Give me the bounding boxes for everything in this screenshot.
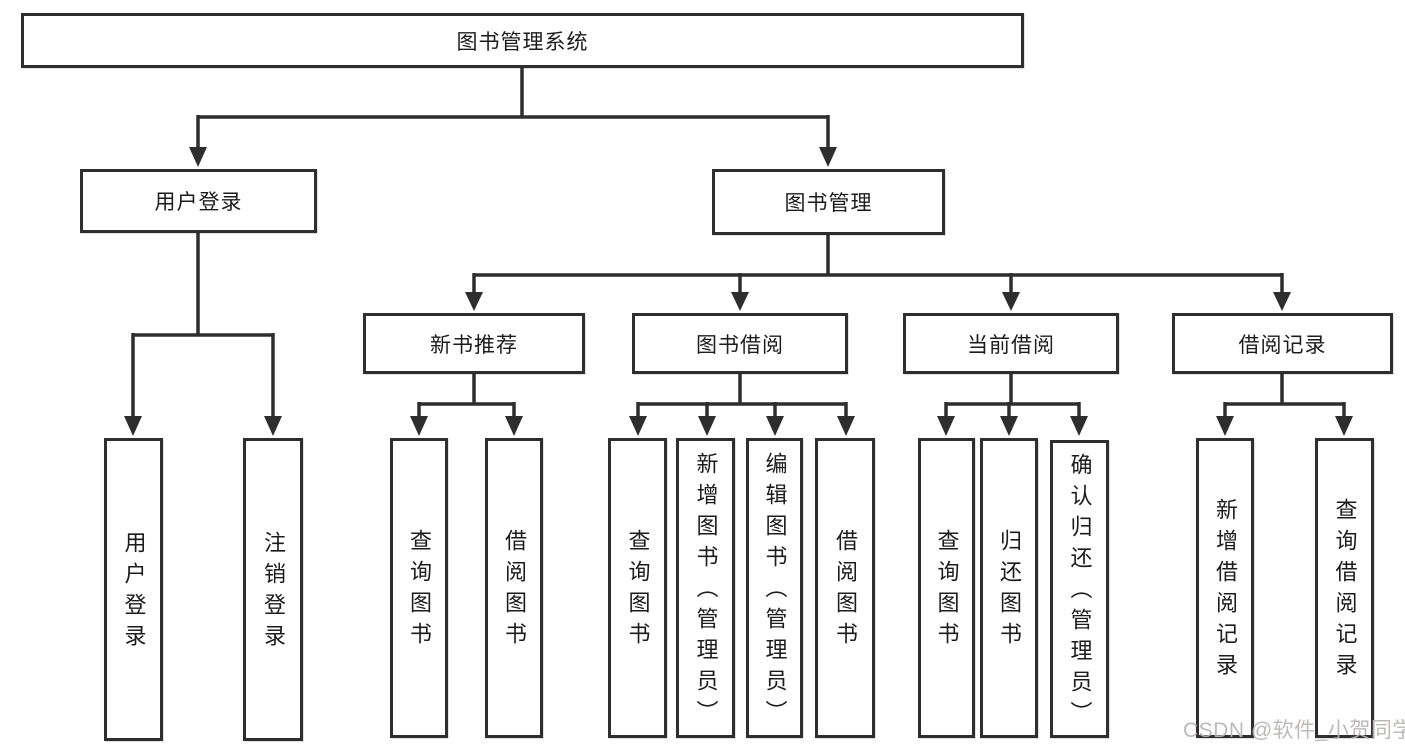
leaf-current-confirm-return-admin: 确认归还（管理员） xyxy=(1050,440,1109,738)
arrow-down-icon xyxy=(937,416,955,436)
arrow-down-icon xyxy=(819,147,837,167)
arrow-down-icon xyxy=(1002,292,1020,311)
connector-current-borrow-to-leaves xyxy=(937,374,1088,436)
leaf-borrow-borrow-books: 借阅图书 xyxy=(815,438,875,738)
connector-book-management-to-sections xyxy=(465,235,1291,311)
leaf-borrow-add-books-admin: 新增图书（管理员） xyxy=(676,438,735,738)
arrow-down-icon xyxy=(766,416,784,436)
node-user-login: 用户登录 xyxy=(80,169,317,233)
node-book-management: 图书管理 xyxy=(712,169,945,235)
node-root: 图书管理系统 xyxy=(21,13,1024,68)
connector-new-book-to-leaves xyxy=(410,374,523,436)
arrow-down-icon xyxy=(731,292,749,311)
connector-root-to-level2 xyxy=(189,68,837,167)
node-current-borrow: 当前借阅 xyxy=(903,313,1119,374)
node-book-borrow: 图书借阅 xyxy=(632,313,848,374)
leaf-newbook-query-books: 查询图书 xyxy=(390,438,448,738)
arrow-down-icon xyxy=(1273,292,1291,311)
arrow-down-icon xyxy=(505,416,523,436)
node-borrow-record: 借阅记录 xyxy=(1172,313,1393,374)
leaf-current-return-books: 归还图书 xyxy=(980,438,1038,738)
arrow-down-icon xyxy=(1070,416,1088,436)
arrow-down-icon xyxy=(698,416,716,436)
leaf-user-login: 用户登录 xyxy=(104,438,163,741)
arrow-down-icon xyxy=(629,416,647,436)
arrow-down-icon xyxy=(1000,416,1018,436)
node-new-book-recommend: 新书推荐 xyxy=(363,313,585,374)
arrow-down-icon xyxy=(1216,416,1234,436)
leaf-current-query-books: 查询图书 xyxy=(918,438,975,738)
arrow-down-icon xyxy=(264,416,282,436)
arrow-down-icon xyxy=(465,292,483,311)
leaf-logout: 注销登录 xyxy=(243,438,303,741)
arrow-down-icon xyxy=(837,416,855,436)
connector-book-borrow-to-leaves xyxy=(629,374,855,436)
arrow-down-icon xyxy=(1335,416,1353,436)
connector-user-login-to-leaves xyxy=(124,233,282,436)
arrow-down-icon xyxy=(410,416,428,436)
leaf-borrow-edit-books-admin: 编辑图书（管理员） xyxy=(746,438,803,738)
leaf-record-query-borrow-record: 查询借阅记录 xyxy=(1315,438,1374,738)
leaf-newbook-borrow-books: 借阅图书 xyxy=(485,438,543,738)
connector-borrow-record-to-leaves xyxy=(1216,374,1353,436)
csdn-watermark: CSDN @软件_小贺同学 xyxy=(1183,719,1405,742)
leaf-record-add-borrow-record: 新增借阅记录 xyxy=(1196,438,1254,738)
arrow-down-icon xyxy=(189,147,207,167)
arrow-down-icon xyxy=(124,416,142,436)
leaf-borrow-query-books: 查询图书 xyxy=(608,438,667,738)
